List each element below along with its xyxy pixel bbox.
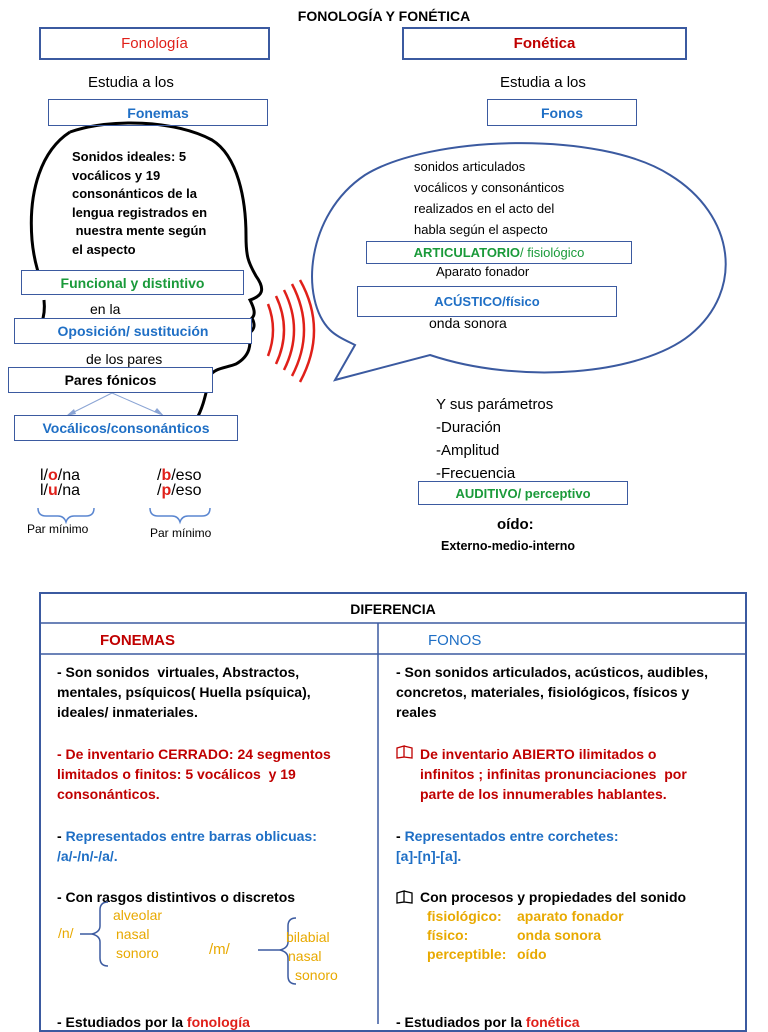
- pair-2: /b/eso /p/eso: [157, 467, 202, 499]
- right-studies-text: Estudia a los: [500, 74, 586, 91]
- auditivo-box: AUDITIVO/ perceptivo: [418, 481, 628, 505]
- diferencia-table: [39, 592, 747, 1032]
- fonos-p1: - Son sonidos articulados, acústicos, au…: [396, 664, 708, 720]
- sound-wave-4: [290, 283, 306, 377]
- connector-left: [69, 392, 113, 415]
- sound-wave-1: [266, 303, 275, 357]
- externo-text: Externo-medio-interno: [441, 539, 576, 553]
- head-back: [29, 130, 71, 287]
- n-symbol: /n/: [58, 925, 74, 941]
- funcional-box: Funcional y distintivo: [21, 270, 244, 295]
- fonos-header: FONOS: [428, 632, 482, 649]
- oposicion-box: Oposición/ sustitución: [14, 318, 252, 344]
- params-list: Y sus parámetros -Duración -Amplitud -Fr…: [436, 396, 554, 482]
- page-title: FONOLOGÍA Y FONÉTICA: [297, 8, 471, 24]
- onda-text: onda sonora: [429, 315, 507, 331]
- fonemas-box: Fonemas: [48, 99, 268, 126]
- en-la-text: en la: [90, 301, 121, 317]
- fonemas-p5: - Estudiados por la fonología: [57, 1014, 250, 1030]
- oido-text: oído:: [497, 516, 534, 533]
- pair-1: l/o/na l/u/na: [40, 467, 81, 499]
- pares-box: Pares fónicos: [8, 367, 213, 393]
- acustico-label: ACÚSTICO/físico: [434, 294, 540, 309]
- left-studies-text: Estudia a los: [88, 74, 174, 91]
- fonos-p5: - Estudiados por la fonética: [396, 1014, 580, 1030]
- connector-right: [111, 392, 161, 415]
- fonos-p3: - Representados entre corchetes: [a]-[n]…: [396, 828, 619, 864]
- fonemas-p3: - Representados entre barras oblicuas: /…: [57, 828, 317, 864]
- fonemas-header: FONEMAS: [100, 632, 175, 649]
- funcional-label: Funcional y distintivo: [60, 274, 205, 291]
- fonos-p4: Con procesos y propiedades del sonido: [420, 889, 687, 905]
- auditivo-label: AUDITIVO/ perceptivo: [455, 485, 591, 501]
- articulatorio-label: ARTICULATORIO: [413, 245, 521, 260]
- book-icon-1: [396, 745, 414, 762]
- oposicion-label: Oposición/ sustitución: [57, 323, 209, 339]
- vocalicos-label: Vocálicos/consonánticos: [42, 420, 210, 436]
- fonos-label: Fonos: [541, 104, 583, 121]
- articulatorio-box: ARTICULATORIO/ fisiológico: [366, 241, 632, 264]
- fonos-p2: De inventario ABIERTO ilimitados o infin…: [420, 746, 687, 802]
- de-los-pares-text: de los pares: [86, 351, 163, 367]
- pares-label: Pares fónicos: [64, 372, 157, 388]
- sound-wave-5: [298, 279, 316, 383]
- fonemas-p2: - De inventario CERRADO: 24 segmentos li…: [57, 746, 331, 802]
- m-symbol: /m/: [209, 941, 230, 958]
- aparato-text: Aparato fonador: [436, 264, 530, 279]
- fonemas-p1: - Son sonidos virtuales, Abstractos, men…: [57, 664, 311, 720]
- fonemas-p4: - Con rasgos distintivos o discretos: [57, 889, 296, 905]
- fonologia-box: Fonología: [39, 27, 270, 60]
- table-title: DIFERENCIA: [350, 601, 436, 617]
- head-silhouette: [69, 121, 264, 421]
- vocalicos-box: Vocálicos/consonánticos: [14, 415, 238, 441]
- sonidos-ideales-text: Sonidos ideales: 5 vocálicos y 19 conson…: [72, 149, 208, 257]
- fonemas-label: Fonemas: [127, 104, 189, 121]
- par-minimo-1: Par mínimo: [27, 522, 89, 536]
- m-traits: bilabial nasal sonoro: [286, 929, 338, 983]
- sound-wave-2: [274, 295, 286, 365]
- fonos-props: fisiológico:aparato fonador físico:onda …: [427, 908, 624, 962]
- book-icon-2: [396, 890, 414, 909]
- par-minimo-2: Par mínimo: [150, 526, 212, 540]
- brace-1: [37, 507, 95, 525]
- sound-wave-3: [282, 289, 296, 371]
- fonologia-label: Fonología: [121, 35, 188, 52]
- fonos-box: Fonos: [487, 99, 637, 126]
- fonetica-box: Fonética: [402, 27, 687, 60]
- bubble-text: sonidos articulados vocálicos y consonán…: [414, 159, 565, 237]
- n-traits: alveolar nasal sonoro: [113, 907, 163, 961]
- fonetica-label: Fonética: [513, 35, 576, 52]
- acustico-box: ACÚSTICO/físico: [357, 286, 617, 317]
- brace-2: [149, 507, 211, 525]
